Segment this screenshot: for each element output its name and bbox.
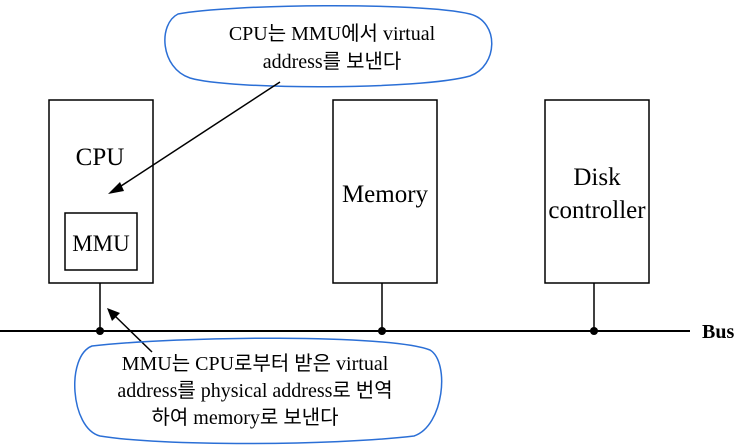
top-note-arrowhead [108, 182, 124, 194]
disk-label: Disk [573, 164, 621, 191]
controller-label: controller [548, 197, 646, 224]
mmu-box [64, 212, 138, 271]
top-annotation-outline [164, 5, 493, 88]
mmu-label: MMU [72, 231, 130, 256]
bottom-annotation-outline [74, 337, 443, 445]
top-note-arrow [117, 81, 281, 189]
memory-label: Memory [342, 181, 429, 208]
top-note-line2: address를 보낸다 [263, 50, 402, 73]
bottom-note-line1: MMU는 CPU로부터 받은 virtual [122, 352, 389, 375]
bottom-note-arrow [113, 314, 153, 353]
disk-controller-box [544, 99, 650, 284]
top-note-line1: CPU는 MMU에서 virtual [229, 22, 436, 45]
disk-bus-junction [590, 327, 598, 335]
bus-label: Bus [702, 321, 734, 343]
mmu-bus-junction [96, 327, 104, 335]
bottom-note-line2: address를 physical address로 번역 [117, 379, 392, 402]
bottom-note-line3: 하여 memory로 보낸다 [151, 406, 338, 429]
memory-bus-junction [378, 327, 386, 335]
bottom-note-arrowhead [107, 308, 120, 321]
cpu-label: CPU [76, 144, 125, 171]
memory-box [332, 99, 438, 284]
